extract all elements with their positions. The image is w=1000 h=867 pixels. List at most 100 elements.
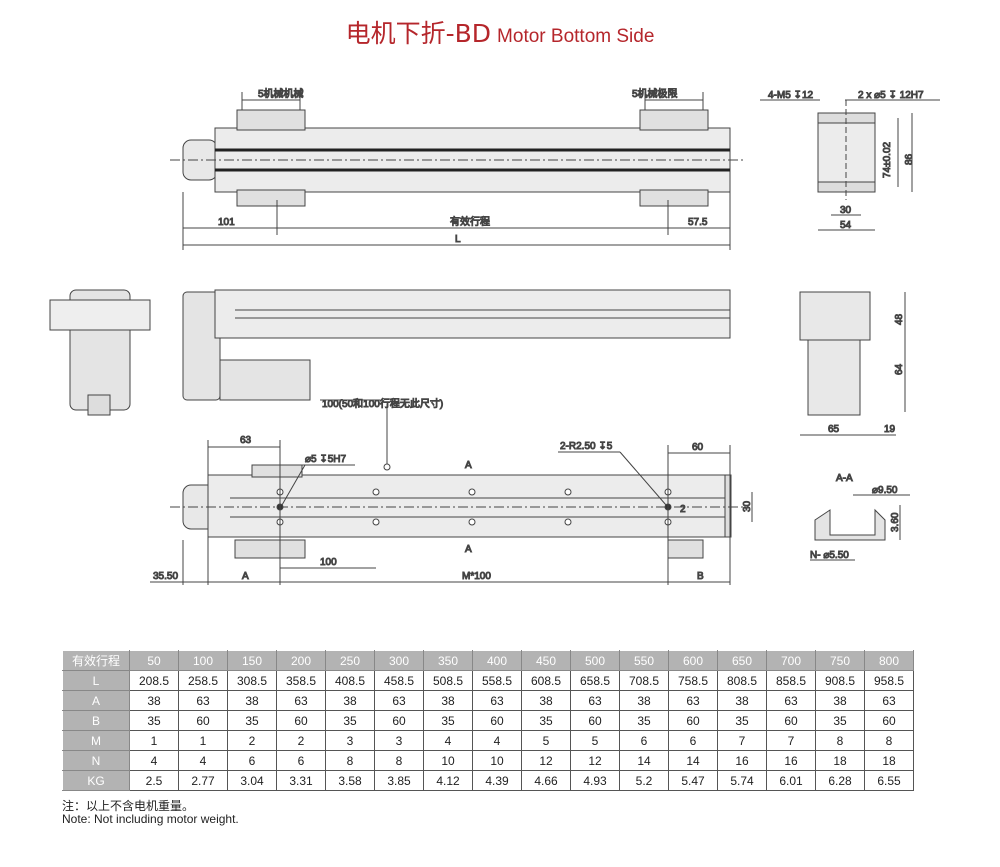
table-cell: 308.5: [227, 670, 277, 691]
bot-M100: M*100: [462, 571, 491, 582]
table-cell: 18: [864, 750, 914, 771]
stroke-header: 100: [178, 650, 228, 671]
table-cell: 35: [423, 710, 473, 731]
table-cell: 6.28: [815, 770, 865, 791]
table-cell: 38: [521, 690, 571, 711]
bot-60: 60: [692, 442, 704, 453]
table-cell: 6.01: [766, 770, 816, 791]
table-cell: 808.5: [717, 670, 767, 691]
table-cell: 558.5: [472, 670, 522, 691]
table-cell: 5.74: [717, 770, 767, 791]
table-cell: 60: [374, 710, 424, 731]
stroke-header: 450: [521, 650, 571, 671]
table-cell: 358.5: [276, 670, 326, 691]
table-cell: 2: [227, 730, 277, 751]
table-cell: 508.5: [423, 670, 473, 691]
table-cell: 8: [325, 750, 375, 771]
table-cell: 6: [227, 750, 277, 771]
table-cell: 35: [227, 710, 277, 731]
table-cell: 3.58: [325, 770, 375, 791]
bot-A: A: [242, 571, 249, 582]
table-cell: 18: [815, 750, 865, 771]
table-cell: 38: [129, 690, 179, 711]
table-cell: 38: [325, 690, 375, 711]
table-cell: 6.55: [864, 770, 914, 791]
table-cell: 5: [521, 730, 571, 751]
table-cell: 60: [668, 710, 718, 731]
table-cell: 8: [815, 730, 865, 751]
table-cell: 60: [864, 710, 914, 731]
table-cell: 958.5: [864, 670, 914, 691]
stroke-header: 550: [619, 650, 669, 671]
bot-pin: ⌀5 ↧5H7: [305, 454, 347, 465]
table-cell: 1: [129, 730, 179, 751]
right-end-view: 65 19 48 64: [799, 291, 906, 436]
stroke-header: 750: [815, 650, 865, 671]
table-cell: 35: [325, 710, 375, 731]
table-cell: 16: [717, 750, 767, 771]
stroke-header: 150: [227, 650, 277, 671]
aa-360: 3.60: [890, 512, 901, 532]
table-cell: 12: [521, 750, 571, 771]
end-74: 74±0.02: [882, 141, 893, 178]
table-cell: 38: [619, 690, 669, 711]
bot-30: 30: [742, 500, 753, 512]
table-cell: 35: [815, 710, 865, 731]
table-cell: 38: [227, 690, 277, 711]
table-cell: 2: [276, 730, 326, 751]
table-cell: 63: [570, 690, 620, 711]
table-cell: 6: [619, 730, 669, 751]
table-cell: 4: [129, 750, 179, 771]
table-cell: 7: [717, 730, 767, 751]
table-cell: 458.5: [374, 670, 424, 691]
side-19: 19: [884, 424, 896, 435]
table-cell: 35: [521, 710, 571, 731]
table-cell: 2.5: [129, 770, 179, 791]
table-cell: 4: [423, 730, 473, 751]
table-cell: 35: [619, 710, 669, 731]
end-pin-label: 2 x ⌀5 ↧ 12H7: [858, 90, 924, 101]
row-label: A: [62, 690, 130, 711]
table-cell: 4: [178, 750, 228, 771]
technical-drawing: 5机械机械 5机械极限 101 有效行程 57.5 L 4-M5 ↧12 2 x…: [49, 87, 940, 585]
table-cell: 35: [129, 710, 179, 731]
stroke-header: 800: [864, 650, 914, 671]
table-cell: 258.5: [178, 670, 228, 691]
end-m5-label: 4-M5 ↧12: [768, 90, 814, 101]
table-cell: 63: [864, 690, 914, 711]
row-label: KG: [62, 770, 130, 791]
table-cell: 658.5: [570, 670, 620, 691]
stroke-header: 600: [668, 650, 718, 671]
section-a-a: A-A ⌀9.50 3.60 N- ⌀5.50: [810, 473, 910, 562]
dim-L: L: [455, 234, 461, 245]
stroke-header: 300: [374, 650, 424, 671]
stroke-header: 700: [766, 650, 816, 671]
table-cell: 60: [570, 710, 620, 731]
bot-63: 63: [240, 435, 252, 446]
table-cell: 2.77: [178, 770, 228, 791]
table-cell: 3: [325, 730, 375, 751]
aa-title: A-A: [836, 473, 853, 484]
table-cell: 858.5: [766, 670, 816, 691]
table-cell: 208.5: [129, 670, 179, 691]
table-cell: 4.39: [472, 770, 522, 791]
top-view: 5机械机械 5机械极限 101 有效行程 57.5 L: [170, 87, 745, 250]
bot-100: 100: [320, 557, 337, 568]
table-cell: 3.31: [276, 770, 326, 791]
table-cell: 5.47: [668, 770, 718, 791]
end-54: 54: [840, 220, 852, 231]
row-label: L: [62, 670, 130, 691]
table-cell: 12: [570, 750, 620, 771]
end-30: 30: [840, 205, 852, 216]
table-cell: 8: [864, 730, 914, 751]
table-cell: 10: [472, 750, 522, 771]
table-cell: 38: [423, 690, 473, 711]
header-cell: 有效行程: [62, 650, 130, 671]
stroke-header: 50: [129, 650, 179, 671]
side-view: 100(50和100行程无此尺寸): [182, 289, 731, 465]
